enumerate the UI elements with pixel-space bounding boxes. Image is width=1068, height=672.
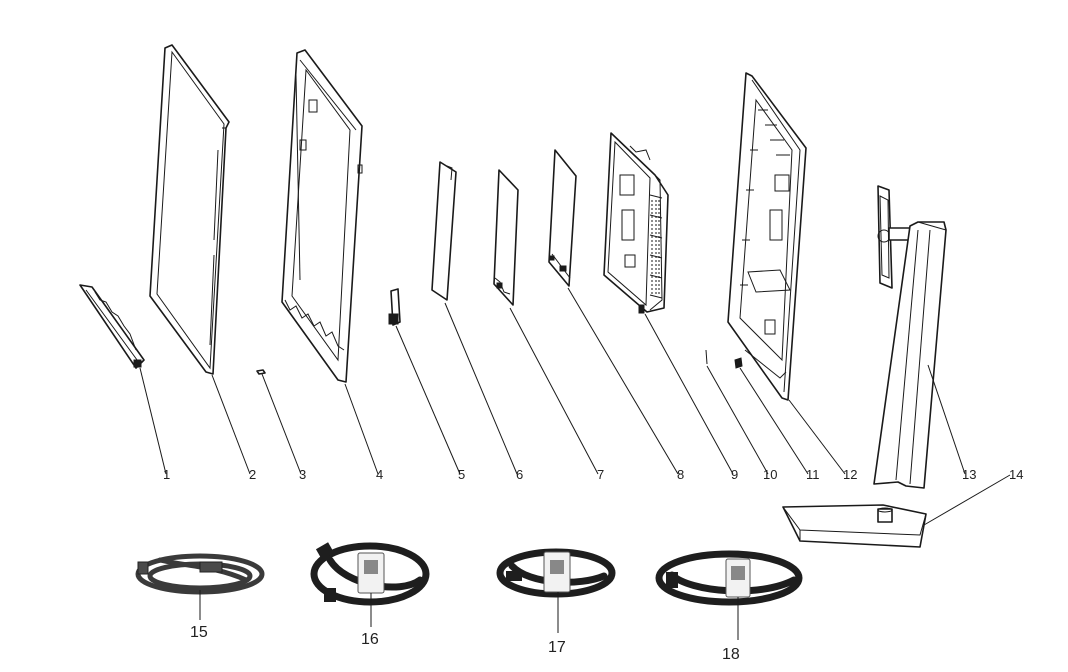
small-connector-board-icon [388, 288, 401, 326]
callout-6: 6 [516, 467, 523, 482]
metal-chassis-icon [603, 132, 669, 314]
callout-11: 11 [806, 467, 820, 482]
callout-3: 3 [299, 467, 306, 482]
callout-10: 10 [763, 467, 777, 482]
displayport-cable-icon [310, 542, 430, 606]
callout-16: 16 [361, 631, 379, 648]
bottom-bezel-strip-icon [79, 284, 145, 369]
callout-9: 9 [731, 467, 738, 482]
mylar-sheet-icon [431, 161, 457, 301]
callout-14: 14 [1009, 467, 1023, 482]
callout-13: 13 [962, 467, 976, 482]
callout-18: 18 [722, 646, 740, 663]
callout-8: 8 [677, 467, 684, 482]
middle-frame-bezel-icon [281, 49, 363, 383]
main-board-icon [548, 149, 577, 287]
callout-5: 5 [458, 467, 465, 482]
stand-base-icon [782, 504, 927, 548]
key-cable-icon [705, 349, 708, 365]
stand-riser-icon [873, 185, 947, 489]
small-screw-icon [256, 369, 266, 375]
callout-2: 2 [249, 467, 256, 482]
small-bracket-icon [734, 357, 743, 369]
callout-4: 4 [376, 467, 383, 482]
lcd-panel-icon [149, 44, 230, 375]
callout-labels: 1 2 3 4 5 6 7 8 9 10 11 12 13 14 15 16 1… [163, 467, 1023, 663]
callout-15: 15 [190, 624, 208, 641]
callout-12: 12 [843, 467, 857, 482]
cable-leader-lines [199, 590, 739, 640]
usb-c-cable-icon [655, 550, 803, 606]
callout-7: 7 [597, 467, 604, 482]
leader-lines [139, 287, 1011, 526]
callout-17: 17 [548, 639, 566, 656]
rear-cover-icon [727, 72, 807, 401]
callout-1: 1 [163, 467, 170, 482]
power-cable-icon [135, 553, 265, 595]
usb-cable-icon [496, 548, 616, 598]
power-board-icon [493, 169, 519, 306]
